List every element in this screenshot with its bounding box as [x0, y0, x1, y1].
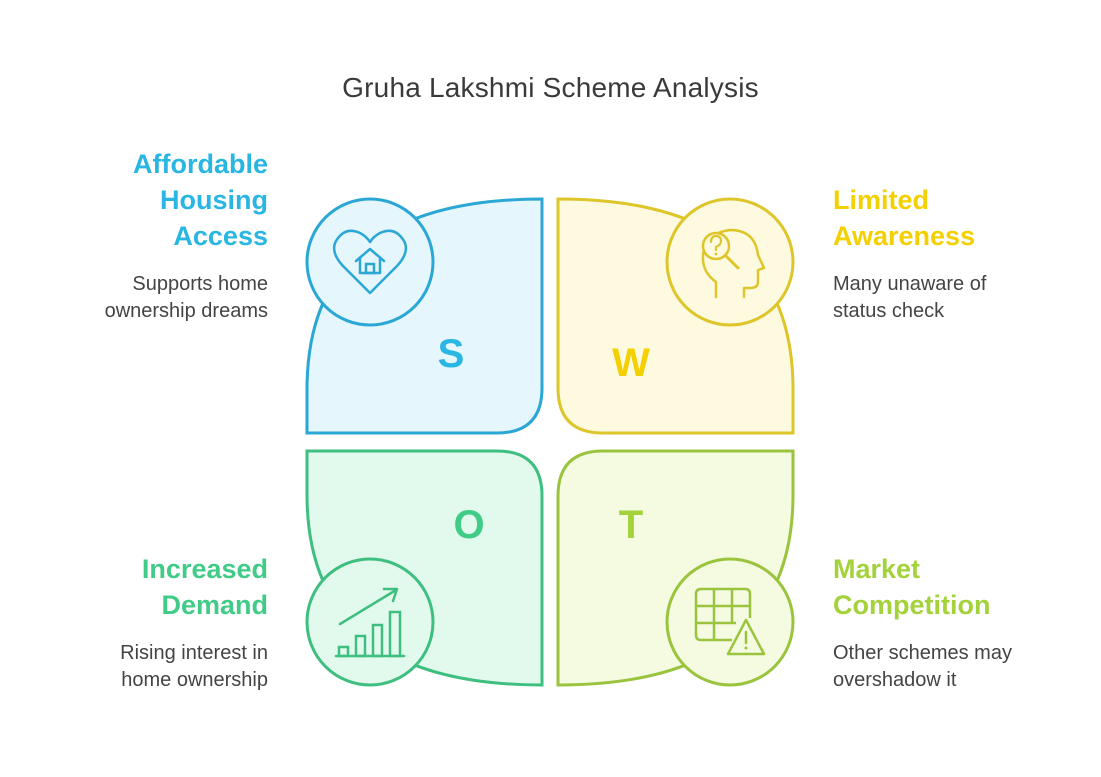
- grid-warning-icon: [665, 557, 795, 687]
- weaknesses-description: Many unaware of status check: [833, 271, 986, 325]
- weaknesses-heading-line: Limited: [833, 185, 930, 215]
- opportunities-description-line: home ownership: [121, 669, 268, 691]
- strengths-heading-line: Housing: [160, 185, 268, 215]
- opportunities-description-line: Rising interest in: [120, 642, 268, 664]
- weaknesses-description-line: Many unaware of: [833, 273, 987, 295]
- head-question-icon: [665, 197, 795, 327]
- diagram-title: Gruha Lakshmi Scheme Analysis: [342, 72, 759, 103]
- opportunities-description: Rising interest in home ownership: [120, 640, 268, 694]
- threats-description-line: Other schemes may: [833, 642, 1012, 664]
- house-heart-icon: [305, 197, 435, 327]
- opportunities-heading-line: Increased: [141, 554, 268, 584]
- opportunities-heading-line: Demand: [161, 590, 268, 620]
- weaknesses-heading: Limited Awareness: [833, 182, 975, 254]
- strengths-heading-line: Affordable: [133, 149, 268, 179]
- opportunities-heading: Increased Demand: [142, 551, 268, 623]
- threats-letter: T: [619, 503, 643, 547]
- threats-heading-line: Competition: [833, 590, 991, 620]
- weaknesses-description-line: status check: [833, 300, 945, 322]
- weaknesses-letter: W: [612, 341, 650, 385]
- threats-description: Other schemes may overshadow it: [833, 640, 1012, 694]
- strengths-description-line: ownership dreams: [104, 300, 268, 322]
- growth-chart-icon: [305, 557, 435, 687]
- opportunities-letter: O: [453, 503, 484, 547]
- strengths-description: Supports home ownership dreams: [105, 271, 268, 325]
- strengths-heading: Affordable Housing Access: [133, 146, 268, 254]
- threats-heading-line: Market: [833, 554, 921, 584]
- strengths-heading-line: Access: [173, 221, 268, 251]
- strengths-letter: S: [438, 332, 465, 376]
- threats-description-line: overshadow it: [833, 669, 957, 691]
- threats-heading: Market Competition: [833, 551, 990, 623]
- weaknesses-heading-line: Awareness: [833, 221, 976, 251]
- strengths-description-line: Supports home: [132, 273, 268, 295]
